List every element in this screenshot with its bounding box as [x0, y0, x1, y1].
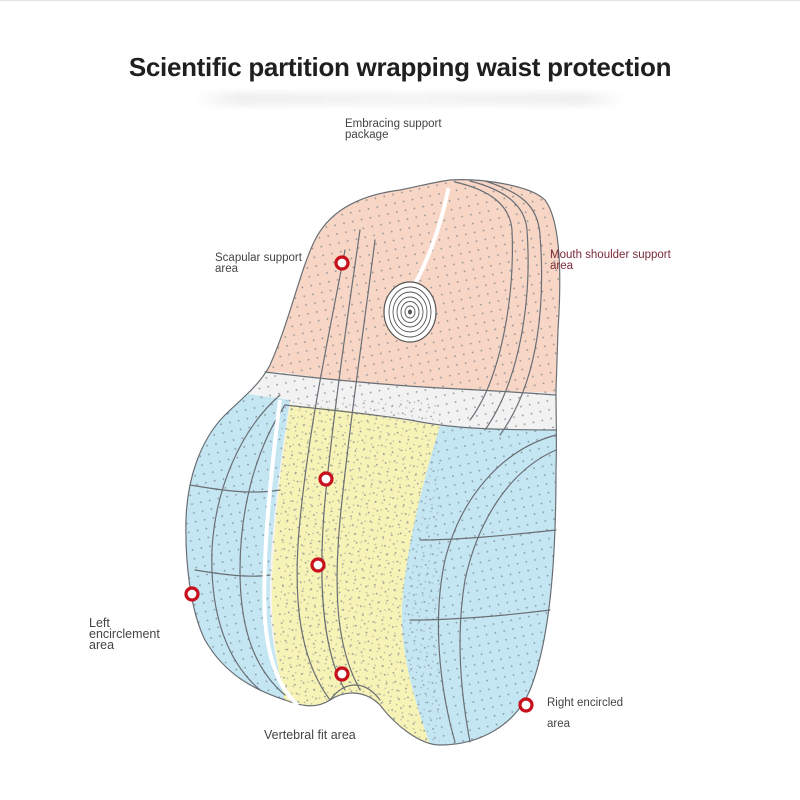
right-horiz-1 [419, 529, 557, 541]
marker-vertebral [334, 666, 350, 682]
spine-line-1 [296, 249, 346, 701]
faded-subtitle-smudge [195, 92, 625, 106]
label-right-encircled-line1: Right encircled [547, 697, 624, 709]
marker-left-encirclement [184, 586, 200, 602]
top-ridge-2 [469, 180, 529, 431]
right-arc-2 [459, 449, 557, 743]
label-left-encirclement: Left encirclement area [89, 616, 160, 652]
contour-lines [185, 179, 561, 746]
label-scapular-support: Scapular support area [215, 252, 302, 275]
markers [184, 255, 534, 713]
marker-center-middle [310, 557, 326, 573]
label-right-encircled-line2: area [547, 718, 571, 730]
left-arc-2 [239, 404, 286, 696]
left-white-seam [262, 399, 300, 707]
waist-divider-lower [284, 404, 557, 431]
marker-right-encircled [518, 697, 534, 713]
page-title: Scientific partition wrapping waist prot… [128, 52, 672, 82]
label-mouth-shoulder-support: Mouth shoulder support area [550, 249, 671, 272]
spine-line-3 [336, 239, 376, 691]
waist-divider [264, 371, 557, 396]
marker-center-upper [318, 471, 334, 487]
top-divider [0, 0, 800, 1]
marker-scapular [334, 255, 350, 271]
bottom-notch [329, 684, 381, 701]
left-arc-1 [211, 394, 281, 691]
spine-line-2 [321, 229, 361, 691]
cushion-outline [185, 179, 561, 746]
center-dot-texture [280, 400, 440, 745]
right-horiz-2 [409, 609, 551, 621]
label-embracing-support: Embracing support package [345, 118, 442, 141]
label-vertebral-fit: Vertebral fit area [264, 728, 356, 742]
top-ridge-3 [484, 180, 543, 436]
top-ridge-1 [454, 181, 513, 421]
vent-circle-icon [383, 281, 437, 343]
right-arc-1 [437, 434, 557, 743]
